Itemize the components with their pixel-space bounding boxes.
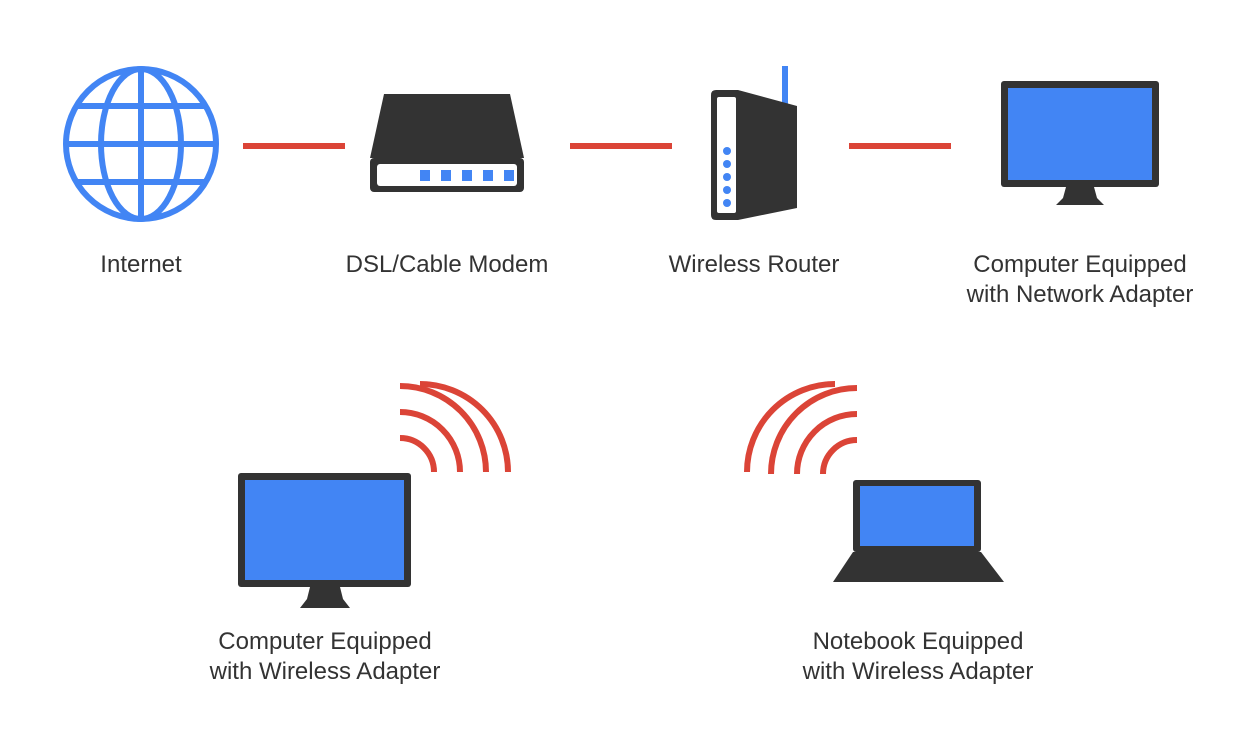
internet-label-text: Internet bbox=[100, 251, 182, 278]
notebook-label-line1: Notebook Equipped bbox=[812, 628, 1024, 655]
wired-computer-label-line1: Computer Equipped bbox=[973, 251, 1187, 278]
notebook-label-line2: with Wireless Adapter bbox=[802, 658, 1034, 685]
router-label: Wireless Router bbox=[604, 250, 904, 280]
router-label-text: Wireless Router bbox=[668, 251, 840, 278]
notebook-label: Notebook Equipped with Wireless Adapter bbox=[768, 627, 1068, 687]
modem-ports bbox=[420, 170, 514, 181]
laptop-icon bbox=[833, 480, 1004, 582]
wifi-signal-icon bbox=[399, 381, 511, 473]
modem-label-text: DSL/Cable Modem bbox=[345, 251, 549, 278]
globe-icon bbox=[63, 66, 219, 222]
desktop-computer-icon bbox=[1001, 81, 1159, 205]
modem-icon bbox=[370, 94, 524, 192]
router-icon bbox=[711, 66, 797, 220]
modem-label: DSL/Cable Modem bbox=[297, 250, 597, 280]
wireless-computer-label-line2: with Wireless Adapter bbox=[209, 658, 441, 685]
router-status-lights bbox=[723, 147, 731, 207]
wired-computer-label-line2: with Network Adapter bbox=[966, 281, 1194, 308]
internet-label: Internet bbox=[41, 250, 241, 280]
desktop-computer-icon bbox=[238, 473, 411, 608]
wireless-computer-label-line1: Computer Equipped bbox=[218, 628, 432, 655]
wifi-signal-icon bbox=[744, 381, 858, 475]
wired-computer-label: Computer Equipped with Network Adapter bbox=[930, 250, 1230, 310]
wireless-computer-label: Computer Equipped with Wireless Adapter bbox=[175, 627, 475, 687]
